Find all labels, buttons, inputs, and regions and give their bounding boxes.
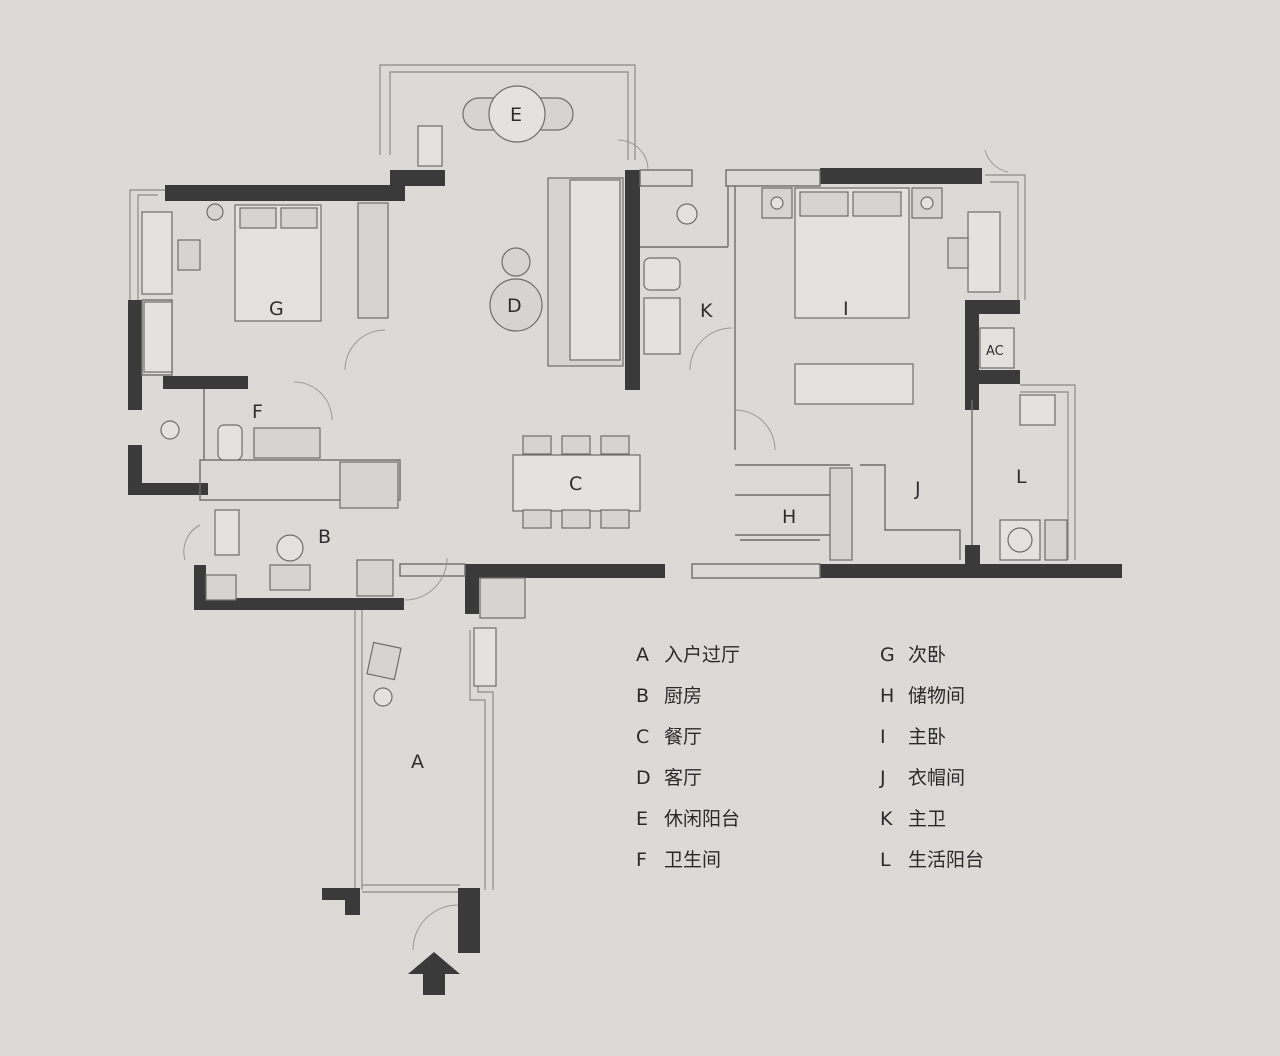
room-label-k: K (700, 300, 713, 322)
ac-label: AC (986, 344, 1004, 359)
room-label-d: D (507, 295, 522, 317)
room-label-e: E (510, 104, 522, 126)
room-label-b: B (318, 526, 331, 548)
room-label-c: C (569, 473, 582, 495)
entrance-arrow-icon (408, 952, 460, 995)
interior-walls (141, 169, 973, 579)
room-label-i: I (843, 298, 849, 320)
room-label-l: L (1016, 466, 1027, 488)
doors (183, 139, 1009, 951)
room-label-j: J (914, 478, 921, 500)
furniture (141, 85, 1068, 707)
room-label-a: A (411, 751, 424, 773)
walls (128, 168, 1122, 953)
room-labels: A B C D E F G H I J K L AC (252, 104, 1027, 773)
room-label-h: H (782, 506, 796, 528)
room-label-f: F (252, 401, 263, 423)
room-label-g: G (269, 298, 284, 320)
